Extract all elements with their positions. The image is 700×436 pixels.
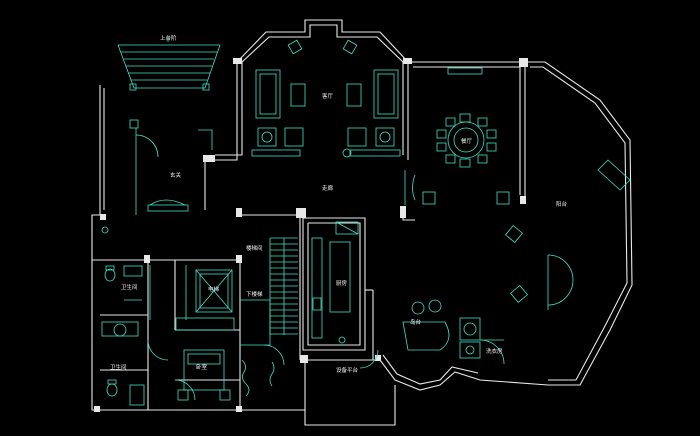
label-stair-down: 下楼梯 [246,290,263,298]
label-entrance-step: 上台阶 [160,34,177,42]
walls [91,19,633,426]
label-kitchen: 厨房 [336,279,348,287]
label-equipment-platform: 设备平台 [336,366,359,374]
label-island: 岛台 [410,318,422,326]
room-labels: 上台阶 客厅 餐厅 玄关 走廊 阳台 楼梯间 下楼梯 卫生间 电梯 厨房 卧室 … [110,34,568,374]
wall-columns [94,58,528,412]
label-dining-room: 餐厅 [461,137,473,145]
label-balcony: 阳台 [556,200,568,208]
label-living-room: 客厅 [322,92,334,100]
label-elevator: 电梯 [208,285,220,293]
furniture [101,36,631,406]
label-bedroom: 卧室 [196,363,208,371]
label-foyer: 玄关 [170,171,182,179]
label-bathroom-2: 卫生间 [110,363,127,371]
label-corridor: 走廊 [322,184,334,192]
label-stair-up: 楼梯间 [246,244,263,252]
label-laundry: 洗衣房 [486,347,503,355]
label-bathroom-1: 卫生间 [121,283,138,291]
